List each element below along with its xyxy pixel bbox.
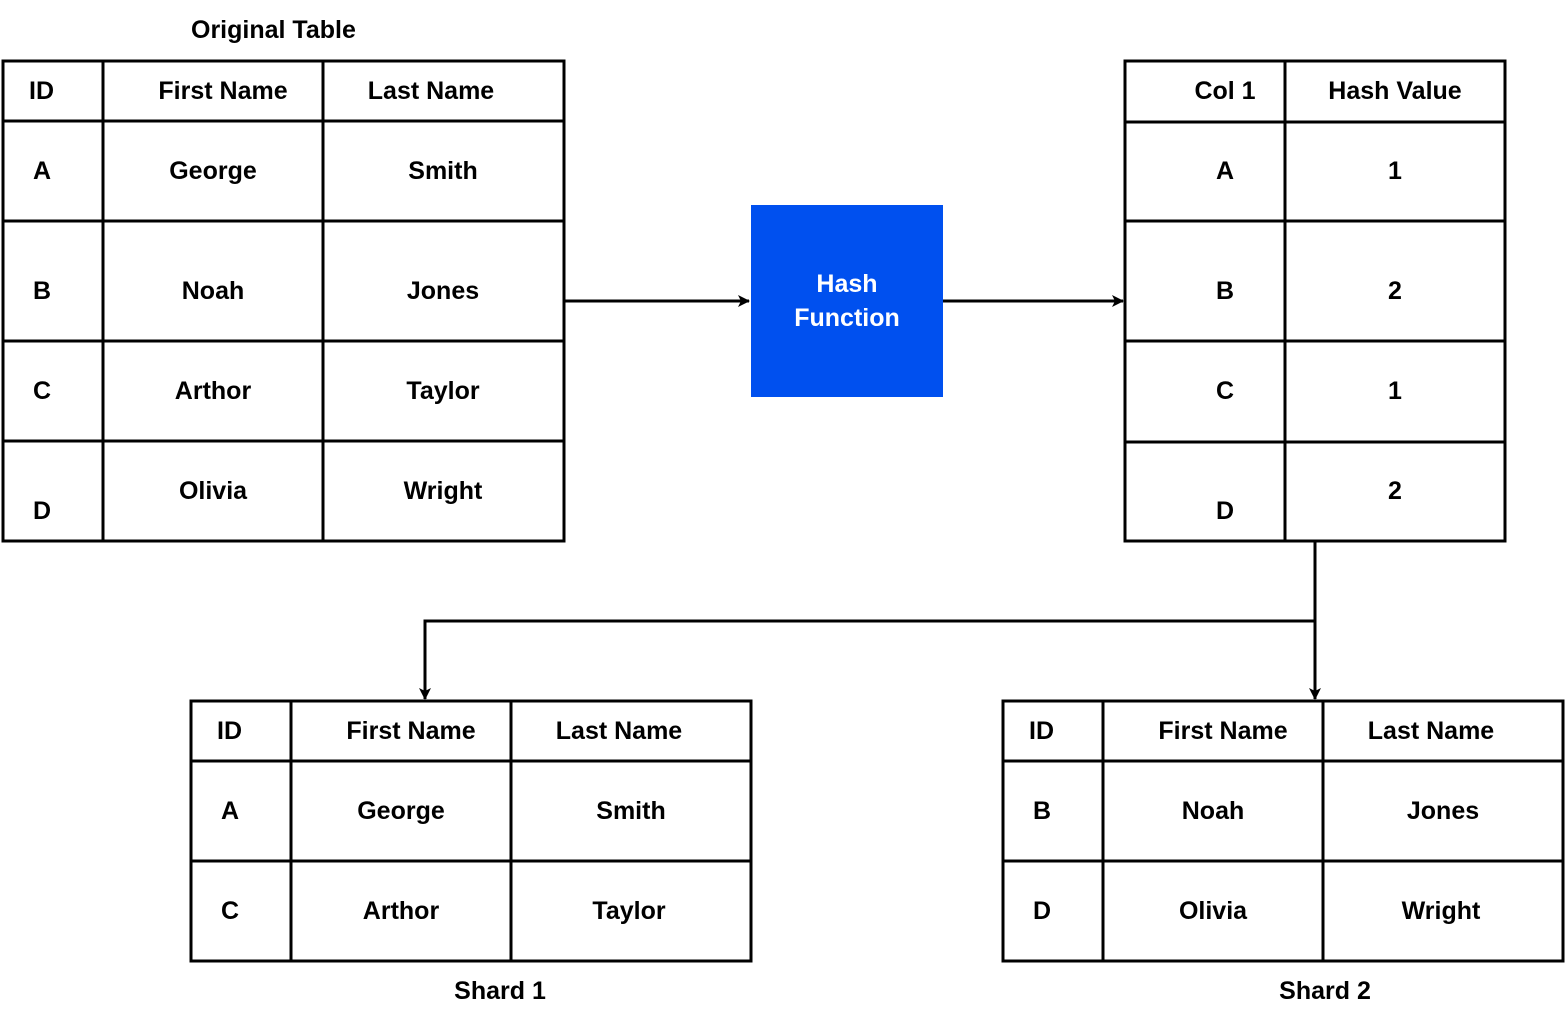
shard1-header-id: ID (217, 717, 242, 745)
shard2-row-d-last: Wright (1401, 897, 1481, 925)
original-header-last-name: Last Name (367, 77, 495, 105)
original-row-d-first: Olivia (178, 477, 248, 505)
original-header-id: ID (29, 77, 54, 105)
hash-table-grid (1123, 59, 1507, 543)
shard1-header-first-name: First Name (346, 717, 476, 745)
shard2-header-first-name: First Name (1158, 717, 1288, 745)
original-row-d-last: Wright (403, 477, 483, 505)
original-row-a-id: A (33, 157, 52, 185)
original-row-d-id: D (33, 497, 52, 525)
shard2-row-d-first: Olivia (1178, 897, 1248, 925)
arrow-to-shard1 (419, 619, 1315, 700)
hash-row-c-key: C (1215, 377, 1235, 405)
shard2-row-d-id: D (1033, 897, 1052, 925)
hash-header-hash-value: Hash Value (1328, 77, 1462, 105)
shard1-row-a-id: A (221, 797, 240, 825)
original-row-b-first: Noah (181, 277, 245, 305)
shard1-row-c-first: Arthor (362, 897, 440, 925)
shard1-row-c-last: Taylor (592, 897, 666, 925)
shard1-header-last-name: Last Name (555, 717, 683, 745)
hash-row-d-value: 2 (1388, 477, 1402, 505)
shard1-row-a-first: George (357, 797, 445, 825)
hash-function-label-line1: Hash (816, 270, 878, 298)
shard2-row-b-last: Jones (1406, 797, 1480, 825)
shard2-row-b-first: Noah (1181, 797, 1245, 825)
original-table-grid (1, 59, 566, 543)
shard1-caption: Shard 1 (454, 977, 546, 1005)
shard2-header-last-name: Last Name (1367, 717, 1495, 745)
shard1-row-c-id: C (221, 897, 240, 925)
original-row-c-last: Taylor (406, 377, 480, 405)
hash-row-d-key: D (1215, 497, 1235, 525)
original-row-b-id: B (33, 277, 52, 305)
original-row-c-first: Arthor (174, 377, 252, 405)
hash-function-label-line2: Function (794, 304, 900, 332)
shard1-row-a-last: Smith (596, 797, 666, 825)
hash-row-a-key: A (1215, 157, 1235, 185)
original-header-first-name: First Name (158, 77, 288, 105)
shard2-table-grid (1001, 699, 1565, 963)
hash-row-c-value: 1 (1388, 377, 1402, 405)
original-row-a-first: George (169, 157, 257, 185)
shard1-table-grid (189, 699, 753, 963)
original-row-b-last: Jones (406, 277, 480, 305)
shard2-row-b-id: B (1033, 797, 1052, 825)
hash-row-b-key: B (1215, 277, 1235, 305)
hash-row-a-value: 1 (1388, 157, 1402, 185)
hash-function-box: Hash Function (751, 205, 943, 397)
original-table-caption: Original Table (191, 16, 356, 44)
connectors (419, 295, 1321, 700)
original-row-c-id: C (33, 377, 52, 405)
original-row-a-last: Smith (408, 157, 478, 185)
hash-header-col1: Col 1 (1194, 77, 1256, 105)
shard2-header-id: ID (1029, 717, 1054, 745)
hash-row-b-value: 2 (1388, 277, 1402, 305)
shard2-caption: Shard 2 (1279, 977, 1371, 1005)
